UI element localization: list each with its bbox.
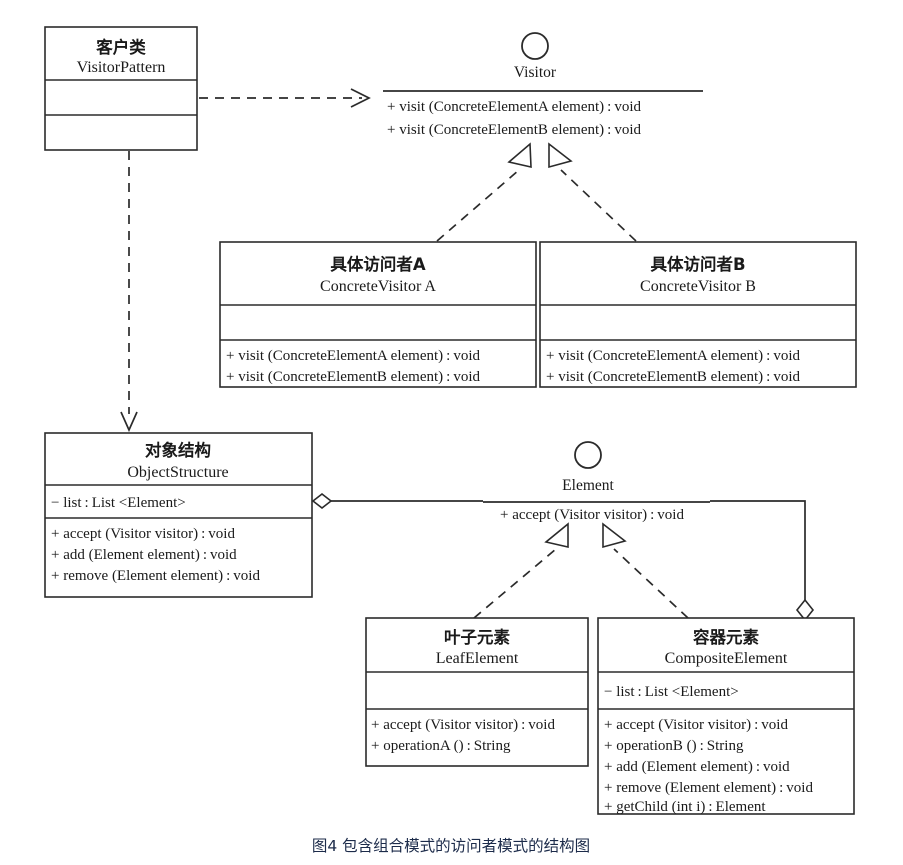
class-box-object-structure[interactable]: 对象结构 ObjectStructure − list : List <Elem… (44, 432, 313, 598)
visitor-interface-circle-icon (521, 32, 549, 60)
connector-client-to-visitor-dependency (199, 88, 371, 108)
composite-element-method-3: + remove (Element element) : void (604, 780, 813, 796)
composite-aggregation-diamond (795, 598, 815, 622)
leaf-element-title-cn: 叶子元素 (444, 628, 510, 647)
class-box-composite-element[interactable]: 容器元素 CompositeElement − list : List <Ele… (597, 617, 855, 815)
cvb-visitor-realization-arrowhead (548, 142, 573, 169)
connector-composite-aggregates-element (710, 500, 815, 622)
cva-visitor-realization-line (436, 169, 520, 242)
leaf-element-method-1: + operationA () : String (371, 738, 511, 754)
class-box-leaf-element[interactable]: 叶子元素 LeafElement + accept (Visitor visit… (365, 617, 589, 767)
connector-cva-to-visitor-realization (436, 142, 532, 242)
leaf-element-realization-line (473, 548, 557, 619)
leaf-element-realization-arrowhead (544, 522, 569, 549)
composite-element-realization-arrowhead (602, 522, 627, 549)
concrete-visitor-b-method-0: + visit (ConcreteElementA element) : voi… (546, 348, 800, 364)
interface-visitor[interactable]: Visitor + visit (ConcreteElementA elemen… (383, 32, 703, 138)
objectstructure-aggregation-diamond (311, 492, 333, 510)
object-structure-title-cn: 对象结构 (145, 440, 211, 460)
object-structure-method-1: + add (Element element) : void (51, 547, 237, 563)
connector-cvb-to-visitor-realization (548, 142, 637, 242)
visitor-interface-name: Visitor (514, 64, 557, 81)
concrete-visitor-a-method-1: + visit (ConcreteElementB element) : voi… (226, 369, 480, 385)
connector-objectstructure-aggregates-element (311, 492, 483, 510)
client-visitor-dependency-arrowhead (350, 88, 371, 108)
client-title-cn: 客户类 (95, 37, 146, 57)
cva-visitor-realization-arrowhead (507, 142, 532, 169)
composite-element-method-4: + getChild (int i) : Element (604, 799, 766, 815)
visitor-method-1: + visit (ConcreteElementB element) : voi… (387, 122, 641, 138)
client-box-outline (44, 26, 198, 151)
object-structure-method-0: + accept (Visitor visitor) : void (51, 526, 235, 542)
connector-client-to-objectstructure-dependency (120, 151, 138, 433)
composite-element-title-cn: 容器元素 (693, 627, 759, 647)
composite-element-title-en: CompositeElement (665, 650, 788, 667)
composite-element-aggregation-line (710, 500, 806, 600)
concrete-visitor-a-title-en: ConcreteVisitor A (320, 278, 436, 295)
class-box-concrete-visitor-a[interactable]: 具体访问者A ConcreteVisitor A + visit (Concre… (219, 241, 537, 388)
composite-element-method-1: + operationB () : String (604, 738, 744, 754)
leaf-element-box-outline (365, 617, 589, 767)
object-structure-attribute-0: − list : List <Element> (51, 495, 186, 511)
concrete-visitor-a-method-0: + visit (ConcreteElementA element) : voi… (226, 348, 480, 364)
composite-element-attribute-0: − list : List <Element> (604, 684, 739, 700)
concrete-visitor-a-title-cn: 具体访问者A (330, 254, 426, 274)
composite-element-method-2: + add (Element element) : void (604, 759, 790, 775)
leaf-element-method-0: + accept (Visitor visitor) : void (371, 717, 555, 733)
client-title-en: VisitorPattern (77, 59, 166, 76)
object-structure-method-2: + remove (Element element) : void (51, 568, 260, 584)
concrete-visitor-b-title-cn: 具体访问者B (650, 254, 745, 274)
connector-composite-to-element-realization (602, 522, 689, 619)
composite-element-method-0: + accept (Visitor visitor) : void (604, 717, 788, 733)
element-method-0: + accept (Visitor visitor) : void (500, 507, 684, 523)
concrete-visitor-b-method-1: + visit (ConcreteElementB element) : voi… (546, 369, 800, 385)
class-box-client[interactable]: 客户类 VisitorPattern (44, 26, 198, 151)
connector-leaf-to-element-realization (473, 522, 569, 619)
composite-element-realization-line (613, 548, 689, 619)
figure-caption: 图4 包含组合模式的访问者模式的结构图 (312, 837, 590, 855)
concrete-visitor-b-box-outline (539, 241, 857, 388)
leaf-element-title-en: LeafElement (436, 650, 519, 667)
object-structure-box-outline (44, 432, 313, 598)
composite-element-box-outline (597, 617, 855, 815)
element-interface-circle-icon (574, 441, 602, 469)
concrete-visitor-a-box-outline (219, 241, 537, 388)
class-box-concrete-visitor-b[interactable]: 具体访问者B ConcreteVisitor B + visit (Concre… (539, 241, 857, 388)
client-objectstructure-dependency-arrowhead (120, 411, 138, 433)
visitor-method-0: + visit (ConcreteElementA element) : voi… (387, 99, 641, 115)
concrete-visitor-b-title-en: ConcreteVisitor B (640, 278, 756, 295)
object-structure-title-en: ObjectStructure (127, 464, 228, 481)
cvb-visitor-realization-line (560, 169, 637, 242)
interface-element[interactable]: Element + accept (Visitor visitor) : voi… (483, 441, 710, 523)
element-interface-name: Element (562, 477, 614, 494)
